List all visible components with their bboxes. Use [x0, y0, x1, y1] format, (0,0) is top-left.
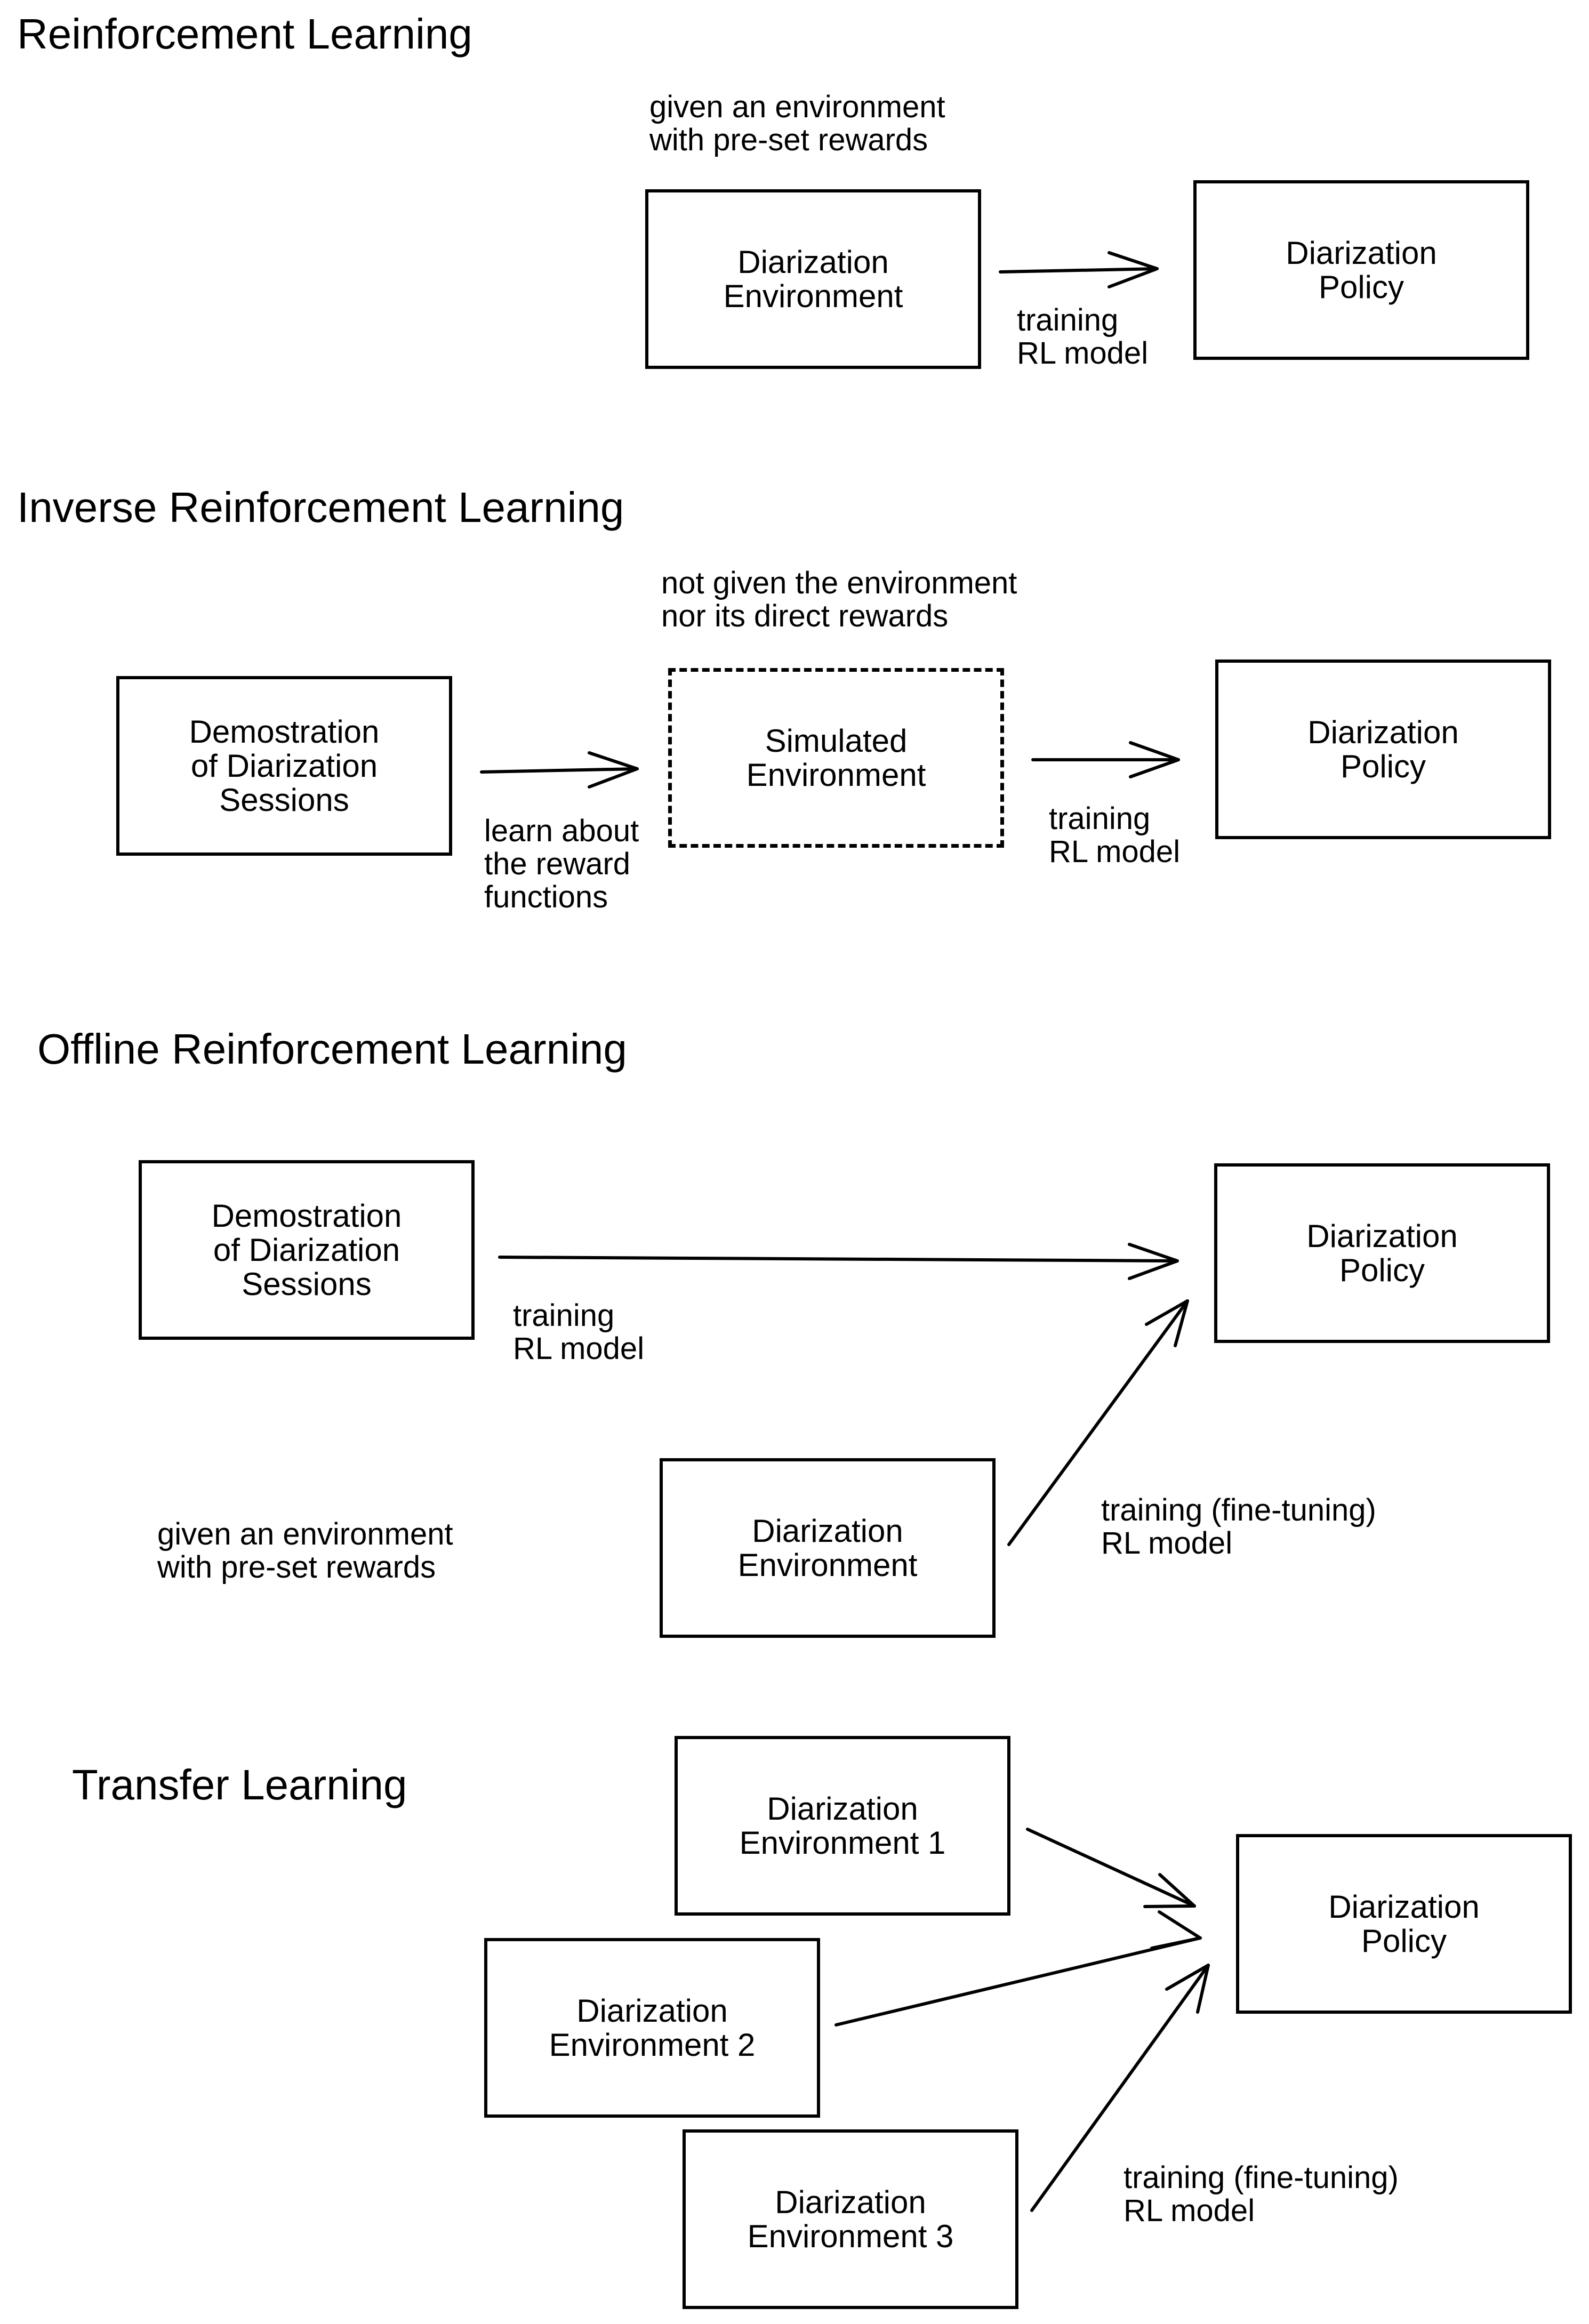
heading-transfer-learning: Transfer Learning	[72, 1761, 407, 1808]
box-label: Diarization Environment 1	[739, 1790, 946, 1861]
box-label: Demostration of Diarization Sessions	[211, 1197, 402, 1302]
box-label: Diarization Policy	[1306, 1218, 1458, 1288]
box-diarization-policy: Diarization Policy	[1215, 660, 1551, 839]
note-not-given-environment: not given the environment nor its direct…	[661, 566, 1017, 633]
box-label: Diarization Environment	[737, 1513, 918, 1583]
note-training-rl-model: training RL model	[1017, 303, 1149, 371]
box-label: Diarization Policy	[1328, 1888, 1480, 1959]
arrow-env3-to-policy	[1030, 1964, 1210, 2212]
box-label: Diarization Environment 2	[549, 1992, 756, 2063]
note-training-fine-tuning: training (fine-tuning) RL model	[1123, 2160, 1399, 2228]
box-label: Diarization Environment 3	[747, 2184, 954, 2254]
box-label: Diarization Policy	[1286, 235, 1437, 305]
note-training-rl-model: training RL model	[1049, 801, 1181, 869]
arrow-env-to-policy-finetune	[1007, 1299, 1189, 1546]
box-demonstration-sessions: Demostration of Diarization Sessions	[116, 676, 452, 856]
heading-inverse-reinforcement-learning: Inverse Reinforcement Learning	[17, 484, 624, 531]
box-diarization-policy: Diarization Policy	[1214, 1163, 1550, 1343]
box-simulated-environment: Simulated Environment	[668, 668, 1004, 848]
box-diarization-policy: Diarization Policy	[1193, 180, 1529, 360]
box-diarization-environment-3: Diarization Environment 3	[683, 2129, 1018, 2309]
note-training-fine-tuning: training (fine-tuning) RL model	[1101, 1493, 1376, 1561]
arrow-simulated-to-policy	[1031, 741, 1180, 778]
arrow-demo-to-policy	[498, 1243, 1179, 1280]
box-label: Demostration of Diarization Sessions	[189, 713, 380, 818]
box-diarization-environment: Diarization Environment	[645, 189, 981, 369]
arrow-env-to-policy	[999, 251, 1159, 288]
heading-reinforcement-learning: Reinforcement Learning	[17, 10, 472, 58]
note-given-environment: given an environment with pre-set reward…	[157, 1517, 453, 1585]
box-label: Diarization Environment	[723, 244, 903, 314]
arrow-env2-to-policy	[834, 1910, 1202, 2027]
box-demonstration-sessions: Demostration of Diarization Sessions	[139, 1160, 475, 1340]
box-diarization-environment-1: Diarization Environment 1	[675, 1736, 1010, 1916]
note-training-rl-model: training RL model	[513, 1298, 645, 1366]
box-diarization-environment-2: Diarization Environment 2	[484, 1938, 820, 2118]
note-given-environment: given an environment with pre-set reward…	[649, 90, 945, 157]
arrow-demo-to-simulated	[480, 751, 639, 789]
heading-offline-reinforcement-learning: Offline Reinforcement Learning	[37, 1025, 627, 1073]
box-label: Diarization Policy	[1307, 714, 1459, 784]
arrow-env1-to-policy	[1026, 1828, 1196, 1908]
box-diarization-environment: Diarization Environment	[660, 1458, 996, 1638]
box-label: Simulated Environment	[746, 722, 926, 793]
note-learn-reward-functions: learn about the reward functions	[484, 814, 639, 914]
box-diarization-policy: Diarization Policy	[1236, 1834, 1572, 2014]
